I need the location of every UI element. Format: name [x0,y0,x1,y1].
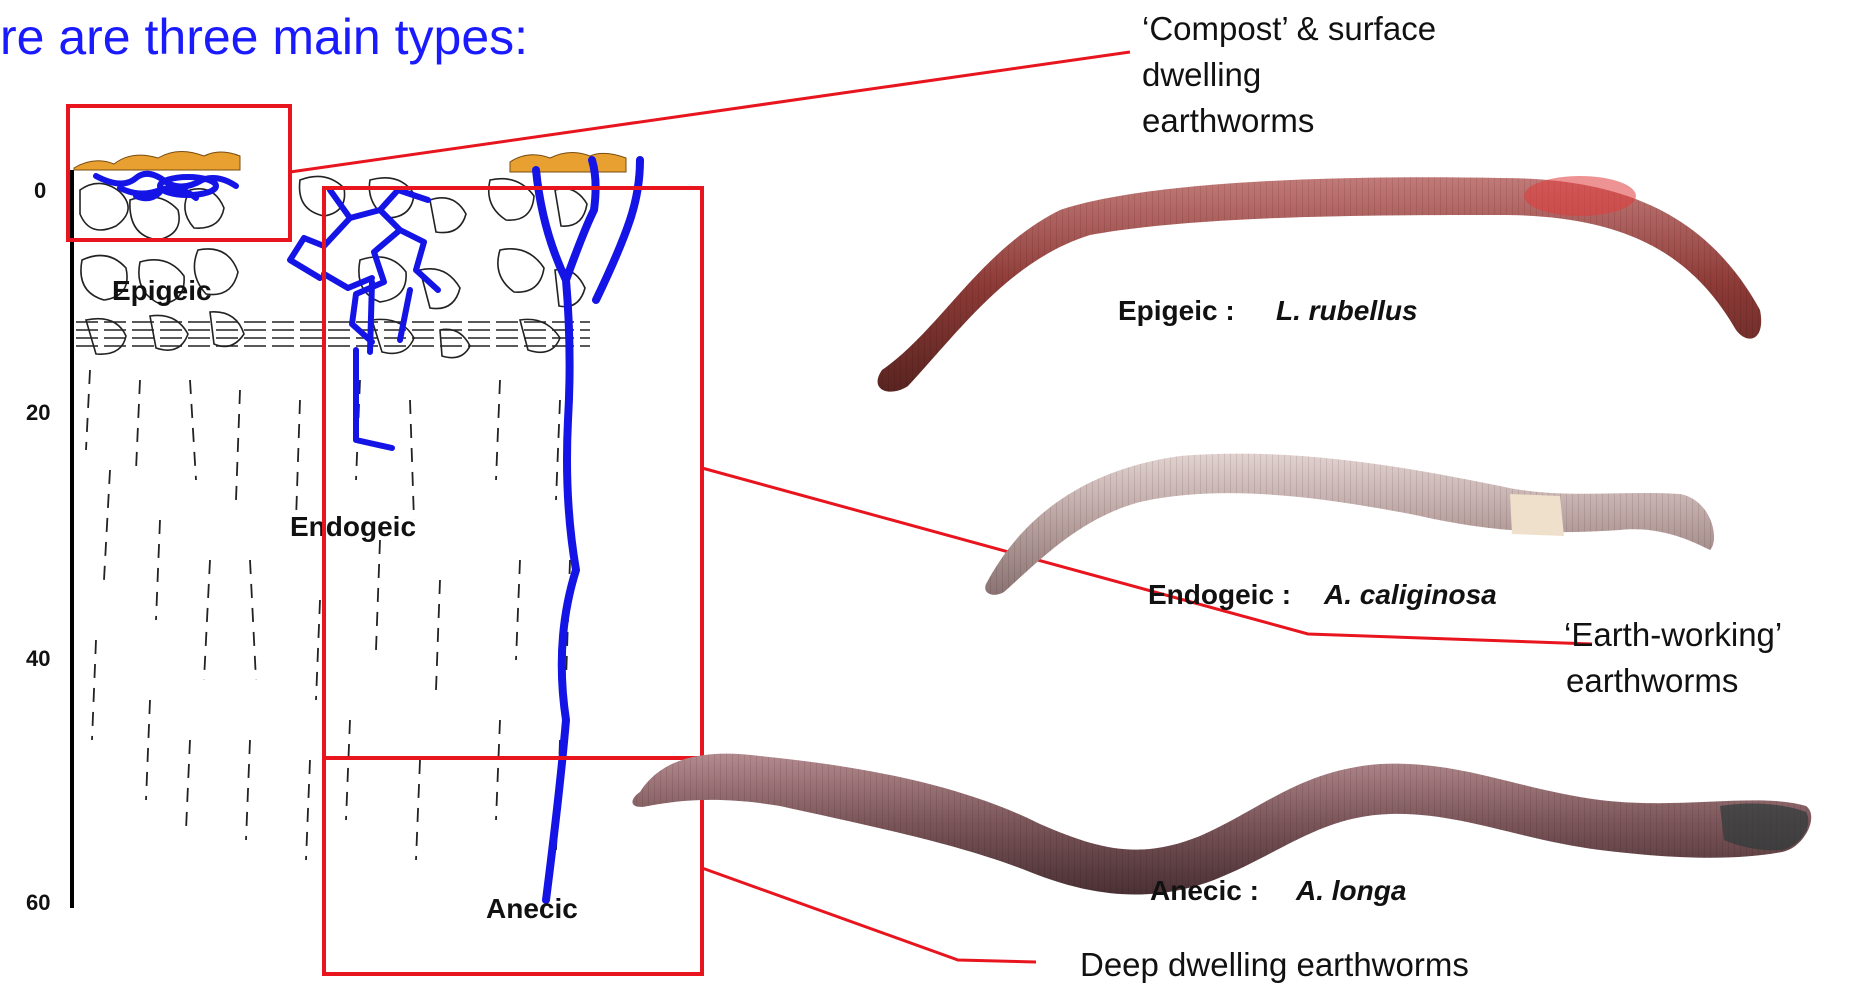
surface-litter [74,151,626,172]
zone-label-anecic: Anecic [486,893,578,924]
callout-anecic: Deep dwelling earthworms [1080,942,1469,988]
species-name-label: L. rubellus [1276,295,1418,326]
species-caption-epigeic: Epigeic : L. rubellus [1118,295,1418,326]
soil-profile: 0 20 40 60 Epigeic Endogeic Anecic [26,151,640,924]
leader-line-epigeic [290,52,1130,172]
worm-photo-anecic [632,754,1811,895]
species-group-label: Endogeic : [1148,579,1291,610]
callout-line: ‘Compost’ & surface [1142,6,1436,52]
species-name-label: A. longa [1295,875,1406,906]
zone-label-endogeic: Endogeic [290,511,416,542]
callout-epigeic: ‘Compost’ & surface dwelling earthworms [1142,6,1436,144]
endogeic-burrows [290,190,438,448]
depth-tick-label: 40 [26,646,50,671]
worm-photo-epigeic [878,176,1762,392]
depth-tick-label: 60 [26,890,50,915]
callout-line: earthworms [1564,658,1782,704]
worm-photo-endogeic [985,454,1714,595]
callout-endogeic: ‘Earth-working’ earthworms [1564,612,1782,704]
callout-line: Deep dwelling earthworms [1080,942,1469,988]
subsoil-texture [86,370,570,860]
callout-line: ‘Earth-working’ [1564,612,1782,658]
leader-line-anecic [702,868,1036,962]
depth-tick-label: 20 [26,400,50,425]
species-caption-endogeic: Endogeic : A. caliginosa [1148,579,1497,610]
callout-line: dwelling [1142,52,1436,98]
species-group-label: Epigeic : [1118,295,1235,326]
species-name-label: A. caliginosa [1323,579,1497,610]
depth-tick-label: 0 [34,178,46,203]
species-caption-anecic: Anecic : A. longa [1150,875,1406,906]
zone-label-epigeic: Epigeic [112,275,212,306]
callout-line: earthworms [1142,98,1436,144]
anecic-burrow [536,160,640,900]
species-group-label: Anecic : [1150,875,1259,906]
